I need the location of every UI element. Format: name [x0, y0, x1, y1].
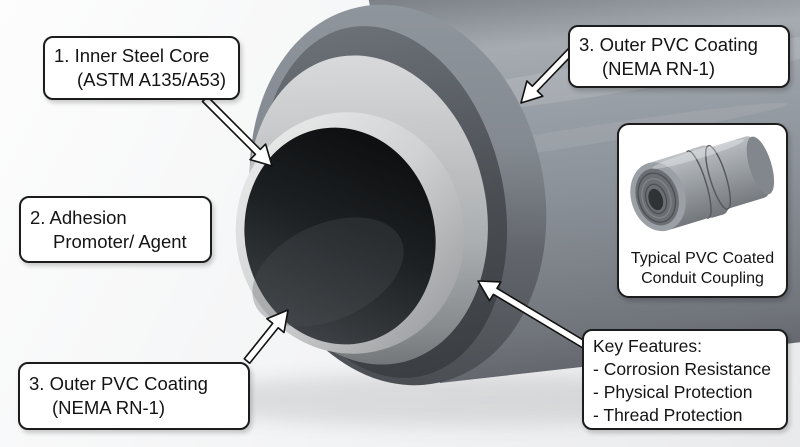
coupling-thread-ring: [637, 172, 677, 223]
inset-caption-line1: Typical PVC Coated: [630, 250, 775, 267]
coupling-bore-hole: [648, 188, 664, 211]
coupling-group: [630, 136, 775, 232]
key-features-item: - Thread Protection: [593, 404, 743, 425]
key-features-title: Key Features:: [593, 336, 702, 356]
inset-caption: Typical PVC Coated Conduit Coupling: [619, 249, 786, 288]
callout-adhesion-promoter: 2. Adhesion Promoter/ Agent: [19, 196, 212, 263]
key-features-box: Key Features: - Corrosion Resistance - P…: [582, 329, 788, 430]
callout-inner-steel-core: 1. Inner Steel Core (ASTM A135/A53): [43, 36, 240, 100]
coupling-top-highlight: [652, 139, 745, 169]
callout-outer-pvc-top-line2: (NEMA RN-1): [602, 57, 716, 79]
key-features-item: - Corrosion Resistance: [593, 358, 771, 379]
callout-outer-pvc-top-line1: 3. Outer PVC Coating: [579, 34, 758, 55]
coupling-thread-ring-3: [644, 183, 668, 215]
coupling-inset: Typical PVC Coated Conduit Coupling: [617, 123, 788, 298]
callout-outer-pvc-bottom-line2: (NEMA RN-1): [52, 396, 166, 418]
coupling-end-cap: [746, 136, 775, 195]
arrow-key-features: [477, 280, 596, 354]
bore-swirl-highlight: [252, 217, 404, 327]
inset-caption-line2: Conduit Coupling: [641, 269, 764, 287]
callout-inner-steel-core-line2: (ASTM A135/A53): [77, 68, 227, 90]
coupling-illustration-svg: [630, 136, 775, 232]
key-features-item: - Physical Protection: [593, 381, 753, 402]
pipe-bore: [244, 127, 436, 345]
callout-outer-pvc-top: 3. Outer PVC Coating (NEMA RN-1): [568, 25, 790, 88]
arrow-inner-steel-core: [201, 95, 273, 167]
coupling-thread-ring-2: [641, 178, 672, 219]
coupling-ridge-line-2: [704, 145, 732, 210]
arrow-outer-pvc-bottom: [243, 309, 289, 364]
callout-adhesion-promoter-line1: 2. Adhesion: [30, 207, 127, 228]
callout-inner-steel-core-line1: 1. Inner Steel Core: [54, 45, 210, 66]
callout-adhesion-promoter-line2: Promoter/ Agent: [53, 230, 187, 252]
callout-outer-pvc-bottom: 3. Outer PVC Coating (NEMA RN-1): [18, 362, 250, 430]
callout-outer-pvc-bottom-line1: 3. Outer PVC Coating: [29, 373, 208, 394]
